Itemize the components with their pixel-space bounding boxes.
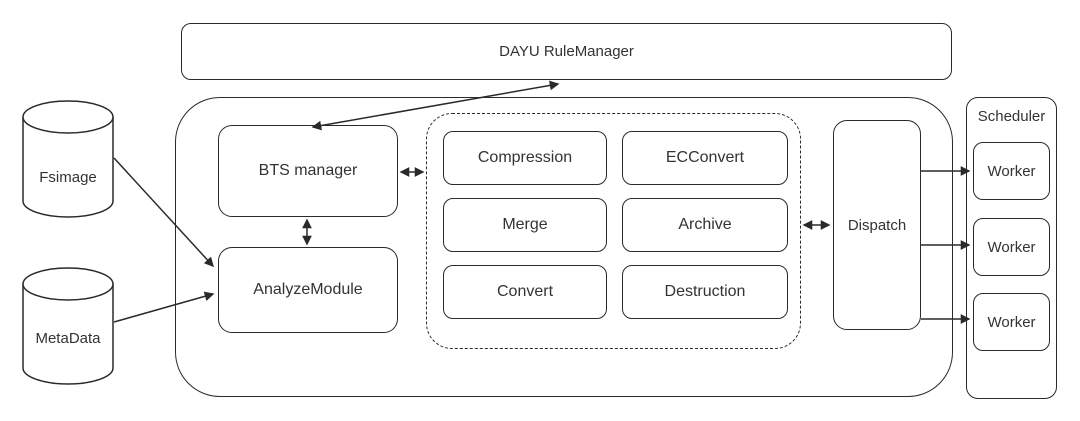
task-label: Destruction (664, 283, 746, 300)
fsimage-label: Fsimage (39, 169, 97, 186)
metadata-cylinder-icon (22, 267, 114, 385)
task-box-destruction: Destruction (622, 265, 788, 319)
analyze-module-label: AnalyzeModule (253, 281, 363, 298)
worker-label: Worker (987, 162, 1036, 180)
task-box-ecconvert: ECConvert (622, 131, 788, 185)
worker-box-2: Worker (973, 218, 1050, 276)
bts-manager-box: BTS manager (218, 125, 398, 217)
dispatch-box: Dispatch (833, 120, 921, 330)
task-label: Convert (496, 283, 554, 300)
task-box-compression: Compression (443, 131, 607, 185)
analyze-module-box: AnalyzeModule (218, 247, 398, 333)
task-label: ECConvert (665, 149, 745, 166)
bts-manager-label: BTS manager (258, 162, 358, 179)
worker-label: Worker (987, 313, 1036, 331)
task-box-merge: Merge (443, 198, 607, 252)
worker-label: Worker (987, 238, 1036, 256)
task-label: Merge (502, 216, 548, 233)
task-box-archive: Archive (622, 198, 788, 252)
task-group-container (426, 113, 801, 349)
task-label: Compression (477, 149, 573, 166)
worker-box-1: Worker (973, 142, 1050, 200)
fsimage-cylinder-icon (22, 100, 114, 218)
task-label: Archive (678, 216, 732, 233)
dispatch-label: Dispatch (847, 216, 907, 234)
metadata-label: MetaData (35, 330, 101, 347)
worker-box-3: Worker (973, 293, 1050, 351)
task-box-convert: Convert (443, 265, 607, 319)
scheduler-label: Scheduler (977, 108, 1046, 125)
rule-manager-box: DAYU RuleManager (181, 23, 952, 80)
rule-manager-label: DAYU RuleManager (499, 43, 634, 60)
